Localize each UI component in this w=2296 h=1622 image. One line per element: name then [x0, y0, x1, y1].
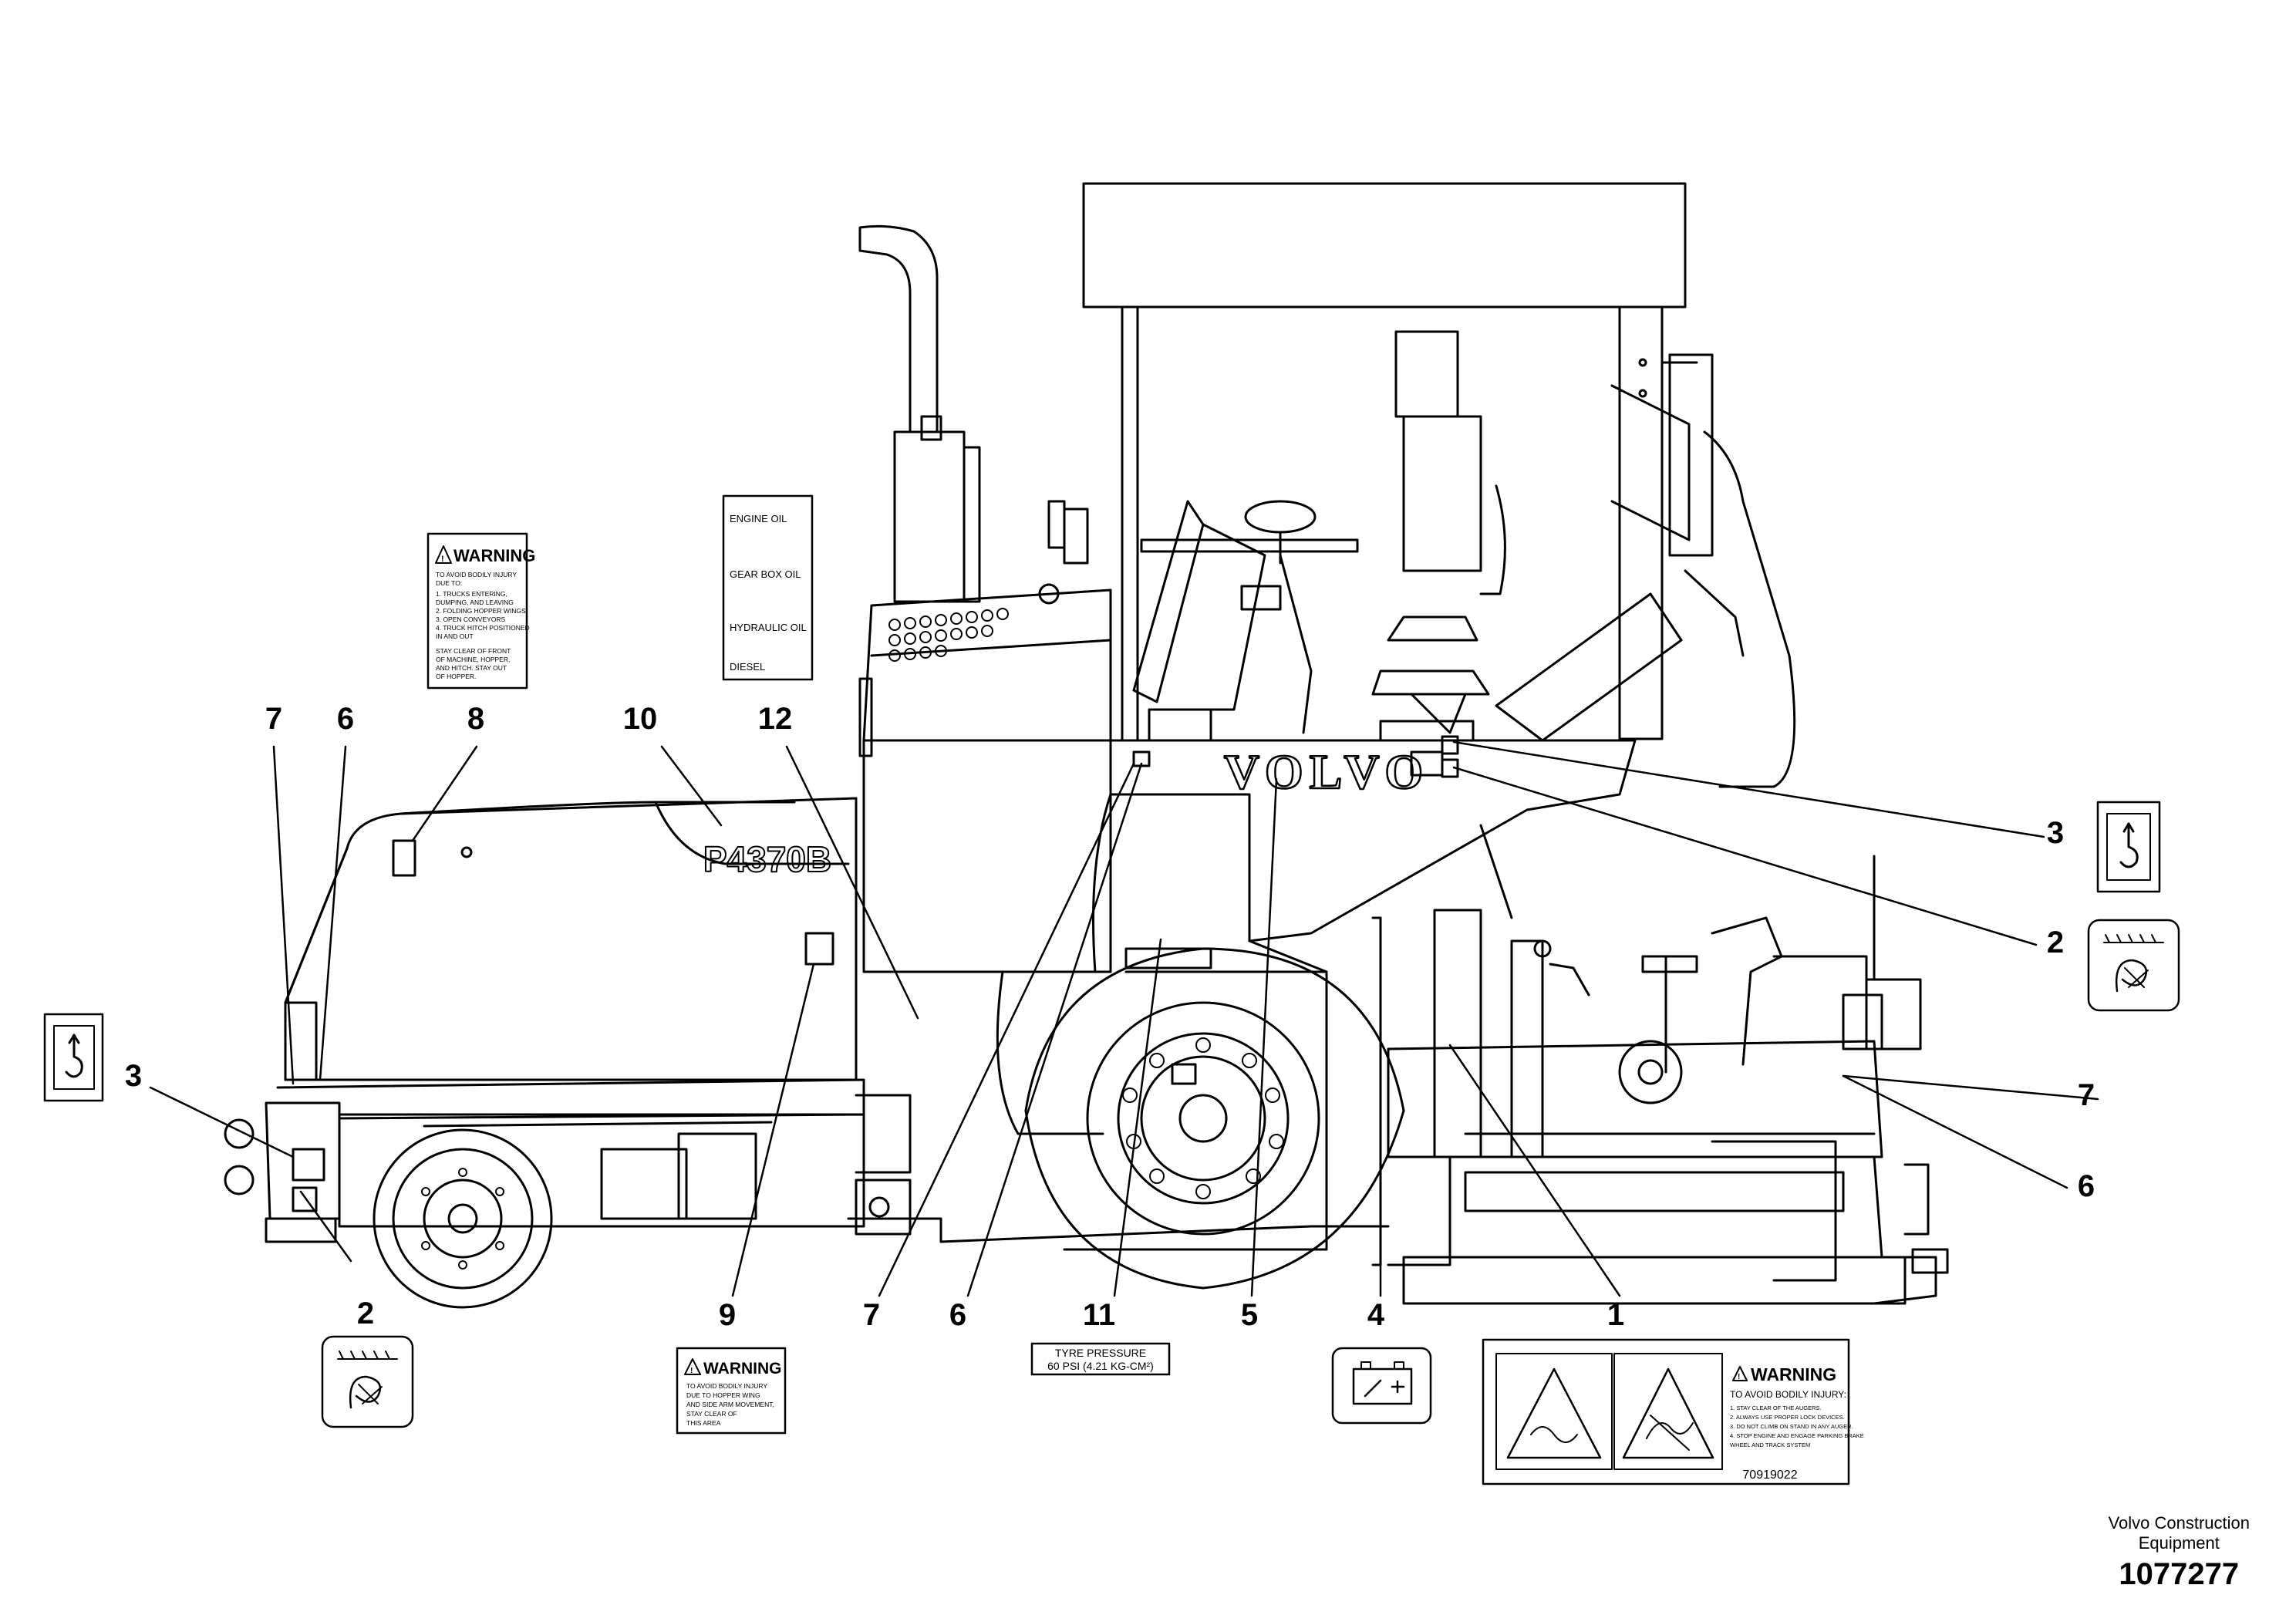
callout-6: 6 [949, 1298, 967, 1332]
hook-icon [65, 1034, 83, 1078]
entanglement-hazard-icon [1622, 1367, 1714, 1459]
decal-11-line2: 60 PSI (4.21 KG-CM²) [1047, 1360, 1154, 1372]
svg-text:4. STOP ENGINE AND ENGAGE PARK: 4. STOP ENGINE AND ENGAGE PARKING BRAKE [1730, 1432, 1864, 1439]
svg-text:3. DO NOT CLIMB ON STAND IN AN: 3. DO NOT CLIMB ON STAND IN ANY AUGER. [1730, 1423, 1853, 1430]
front-chassis [224, 1078, 912, 1243]
drawing-number: 1077277 [2119, 1557, 2240, 1591]
svg-text:1. TRUCKS ENTERING,: 1. TRUCKS ENTERING, [436, 590, 507, 598]
callout-10: 10 [622, 702, 658, 736]
decal-crush-2-left [321, 1335, 414, 1428]
engine-hood [858, 583, 1112, 973]
callout-7: 7 [265, 702, 283, 736]
callout-3: 3 [124, 1059, 143, 1093]
operator-station [1047, 330, 1796, 788]
callout-7: 7 [862, 1298, 881, 1332]
decal-crush-2-right [2087, 919, 2180, 1012]
decal-12-item: DIESEL [730, 661, 765, 673]
svg-text:DUE TO:: DUE TO: [436, 579, 462, 587]
svg-text:OF HOPPER.: OF HOPPER. [436, 673, 476, 680]
callout-4: 4 [1367, 1298, 1385, 1332]
auger-hazard-icon [1506, 1367, 1602, 1459]
decal-fluids-12: ENGINE OIL GEAR BOX OIL HYDRAULIC OIL DI… [722, 494, 814, 681]
svg-text:2. ALWAYS USE PROPER LOCK DEVI: 2. ALWAYS USE PROPER LOCK DEVICES. [1730, 1414, 1845, 1421]
decal-hook-3-right [2096, 801, 2161, 893]
callout-6: 6 [336, 702, 355, 736]
callout-9: 9 [718, 1298, 737, 1332]
diagonal-arm [1495, 592, 1683, 742]
svg-text:4. TRUCK HITCH POSITIONED: 4. TRUCK HITCH POSITIONED [436, 624, 530, 632]
main-frame [996, 735, 1637, 1251]
svg-text:IN AND OUT: IN AND OUT [436, 632, 474, 640]
volvo-logo: VOLVO [1224, 744, 1429, 799]
decal-1-heading: WARNING [1751, 1364, 1836, 1384]
callout-6: 6 [2077, 1169, 2095, 1203]
decal-12-item: ENGINE OIL [730, 513, 787, 524]
decal-1-part-number: 70919022 [1742, 1469, 1797, 1482]
callout-12: 12 [757, 702, 793, 736]
screed [1387, 824, 1949, 1305]
svg-text:THIS AREA: THIS AREA [686, 1419, 721, 1427]
svg-text:WHEEL AND TRACK SYSTEM: WHEEL AND TRACK SYSTEM [1730, 1442, 1810, 1448]
svg-text:STAY CLEAR OF: STAY CLEAR OF [686, 1410, 737, 1418]
hook-icon [2119, 822, 2139, 868]
decal-battery-4 [1331, 1347, 1432, 1425]
callout-5: 5 [1240, 1298, 1259, 1332]
hopper [284, 797, 858, 1081]
callout-8: 8 [467, 702, 485, 736]
svg-text:1. STAY CLEAR OF THE AUGERS.: 1. STAY CLEAR OF THE AUGERS. [1730, 1404, 1822, 1411]
model-badge: P4370B [703, 839, 831, 879]
svg-text:3. OPEN CONVEYORS: 3. OPEN CONVEYORS [436, 615, 506, 623]
svg-text:STAY CLEAR OF FRONT: STAY CLEAR OF FRONT [436, 647, 511, 655]
battery-icon [1352, 1367, 1413, 1405]
decal-11-line1: TYRE PRESSURE [1055, 1347, 1146, 1359]
decal-warning-1: ! WARNING TO AVOID BODILY INJURY: 1. STA… [1482, 1338, 1864, 1485]
svg-text:TO AVOID BODILY INJURY: TO AVOID BODILY INJURY [436, 571, 517, 578]
track-frame [847, 916, 1451, 1266]
svg-text:AND HITCH. STAY OUT: AND HITCH. STAY OUT [436, 664, 507, 672]
decal-9-heading: WARNING [703, 1360, 782, 1378]
svg-text:DUE TO HOPPER WING: DUE TO HOPPER WING [686, 1391, 760, 1399]
callout-2: 2 [2046, 926, 2065, 959]
decal-hook-3-left [43, 1013, 104, 1102]
callout-11: 11 [1082, 1298, 1116, 1332]
svg-text:!: ! [690, 1367, 693, 1375]
callout-7: 7 [2077, 1078, 2095, 1112]
decal-12-item: GEAR BOX OIL [730, 568, 801, 580]
rear-wheel [1024, 947, 1405, 1290]
decal-warning-9: ! WARNING TO AVOID BODILY INJURY DUE TO … [676, 1347, 787, 1435]
callout-1: 1 [1607, 1298, 1625, 1332]
svg-text:TO AVOID BODILY INJURY: TO AVOID BODILY INJURY [686, 1382, 767, 1390]
svg-text:2. FOLDING HOPPER WINGS: 2. FOLDING HOPPER WINGS [436, 607, 526, 615]
credit-company: Volvo Construction [2108, 1513, 2250, 1533]
callout-3: 3 [2046, 816, 2065, 850]
credit-block: Volvo Construction Equipment 1077277 [2109, 1513, 2250, 1592]
hand-crush-icon [349, 1375, 382, 1409]
svg-text:!: ! [441, 555, 444, 564]
decal-1-intro: TO AVOID BODILY INJURY: [1730, 1389, 1846, 1400]
front-wheel [373, 1128, 553, 1309]
svg-text:AND SIDE ARM MOVEMENT,: AND SIDE ARM MOVEMENT, [686, 1401, 774, 1408]
exhaust-stack [858, 224, 981, 603]
callout-2: 2 [356, 1297, 375, 1330]
hand-crush-icon [2115, 959, 2148, 993]
canopy [1082, 182, 1714, 742]
decal-12-item: HYDRAULIC OIL [730, 622, 807, 633]
credit-company-line2: Equipment [2138, 1533, 2220, 1553]
svg-text:DUMPING, AND LEAVING: DUMPING, AND LEAVING [436, 599, 514, 606]
leader-lines [149, 740, 2099, 1297]
svg-text:OF MACHINE, HOPPER,: OF MACHINE, HOPPER, [436, 656, 510, 663]
svg-text:!: ! [1738, 1373, 1740, 1381]
decal-warning-8: ! WARNING TO AVOID BODILY INJURY DUE TO:… [426, 532, 535, 690]
decal-8-heading: WARNING [453, 546, 535, 565]
decal-tyre-11: TYRE PRESSURE 60 PSI (4.21 KG-CM²) [1030, 1342, 1171, 1376]
